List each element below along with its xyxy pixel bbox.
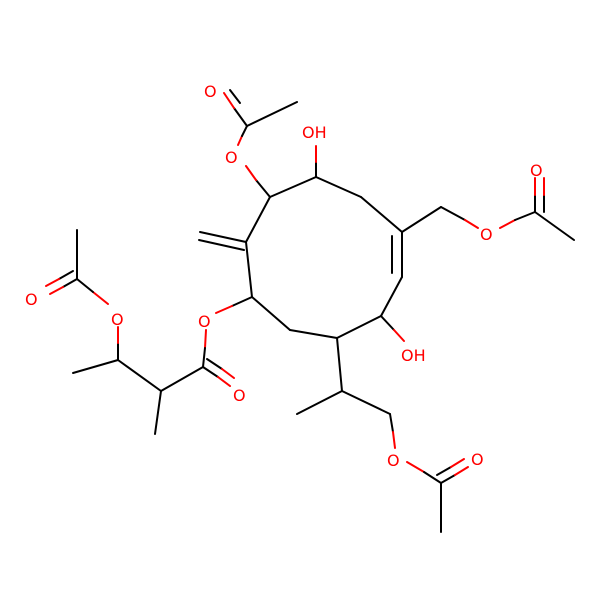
bond [231, 296, 253, 307]
atom-o: O [233, 386, 246, 405]
bond-double [450, 458, 465, 468]
bond [389, 413, 394, 433]
bond [464, 219, 479, 229]
bond-double [58, 270, 74, 280]
atom-o: O [530, 161, 543, 180]
bond [296, 390, 343, 415]
bond [245, 241, 253, 298]
bond [160, 366, 204, 392]
atom-o: O [25, 290, 38, 309]
bond [245, 196, 271, 243]
atom-o: O [387, 451, 400, 470]
bond [315, 176, 362, 198]
bond [360, 196, 403, 233]
atom-o: O [198, 312, 211, 331]
bond [380, 315, 395, 331]
atom-labels: O O OH O O O O O O OH O O [25, 82, 543, 470]
bond [251, 296, 291, 331]
bond [401, 206, 442, 233]
bond [246, 101, 298, 127]
bond [62, 278, 78, 288]
bond-double [45, 278, 60, 287]
bond [336, 315, 382, 339]
atom-oh: OH [302, 123, 327, 142]
bond [215, 305, 233, 314]
atom-o: O [225, 148, 238, 167]
bond [204, 329, 207, 349]
bond [454, 466, 469, 476]
atom-o: O [471, 450, 484, 469]
bond [289, 329, 338, 339]
bond-double [221, 368, 235, 379]
bond [393, 329, 405, 342]
bond [237, 135, 243, 146]
bond [223, 92, 235, 109]
bond [440, 474, 456, 484]
bond [534, 211, 575, 241]
bond [199, 231, 247, 243]
oxygen-bonds [45, 89, 545, 484]
bond [92, 291, 109, 305]
bond [245, 165, 257, 181]
atom-oh: OH [401, 346, 426, 365]
bond [217, 376, 231, 387]
carbon-skeleton [72, 101, 575, 533]
bond [499, 219, 516, 229]
bond [423, 471, 442, 484]
bond [154, 390, 162, 435]
bond [72, 359, 119, 374]
atom-o: O [480, 225, 493, 244]
bond-double [198, 239, 245, 251]
bond [202, 347, 206, 368]
bond [406, 461, 425, 473]
bond [255, 179, 271, 198]
bond [117, 359, 162, 392]
bond [380, 276, 403, 317]
bond [241, 125, 248, 137]
bond [269, 176, 317, 198]
bond-double [206, 358, 223, 370]
bond-double [436, 466, 452, 476]
bond-double [229, 89, 241, 104]
atom-o: O [204, 82, 217, 101]
bond [336, 337, 343, 392]
bond [202, 366, 219, 378]
bond [49, 286, 64, 295]
atom-o: O [111, 310, 124, 329]
bond [440, 206, 466, 221]
bond [392, 431, 396, 449]
bond [514, 211, 536, 221]
bond [341, 390, 391, 415]
bond [76, 278, 94, 293]
bond [233, 107, 248, 127]
